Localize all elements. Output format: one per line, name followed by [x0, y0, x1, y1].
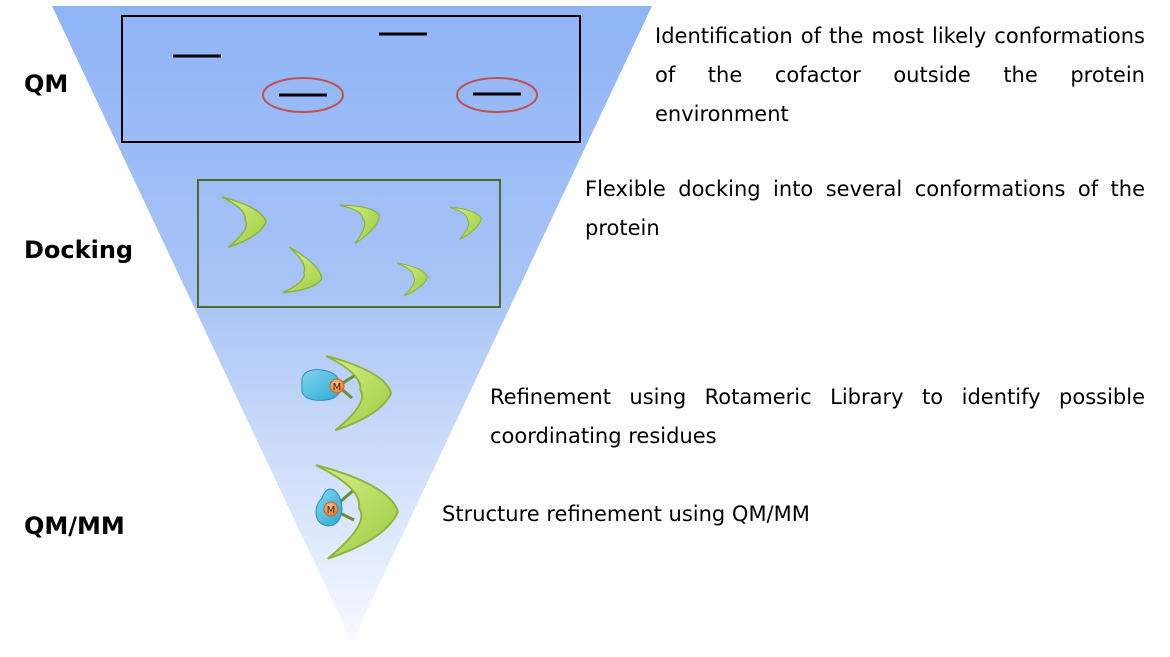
highlight-ellipse: [262, 77, 344, 113]
stage-label-qm: QM: [24, 70, 69, 98]
docking-box: [197, 179, 501, 308]
funnel: [52, 6, 652, 642]
metal-ion-icon: [329, 378, 345, 394]
step-description-qmmm: Structure refinement using QM/MM: [442, 502, 810, 526]
step-description-rotameric: Refinement using Rotameric Library to id…: [490, 385, 1145, 448]
stage-label-docking: Docking: [24, 236, 134, 264]
stage-label-qmmm: QM/MM: [24, 512, 125, 540]
ligand-protein-complex: M: [301, 354, 393, 432]
step-description-qm: Identification of the most likely confor…: [655, 24, 1145, 126]
highlight-ellipse: [456, 77, 538, 113]
qm-conformations-box: [121, 15, 581, 143]
metal-ion-icon: [323, 501, 339, 517]
metal-marker: M: [327, 505, 336, 516]
metal-marker: M: [333, 382, 342, 393]
step-description-docking: Flexible docking into several conformati…: [585, 177, 1145, 240]
ligand-protein-complex: M: [315, 464, 399, 560]
